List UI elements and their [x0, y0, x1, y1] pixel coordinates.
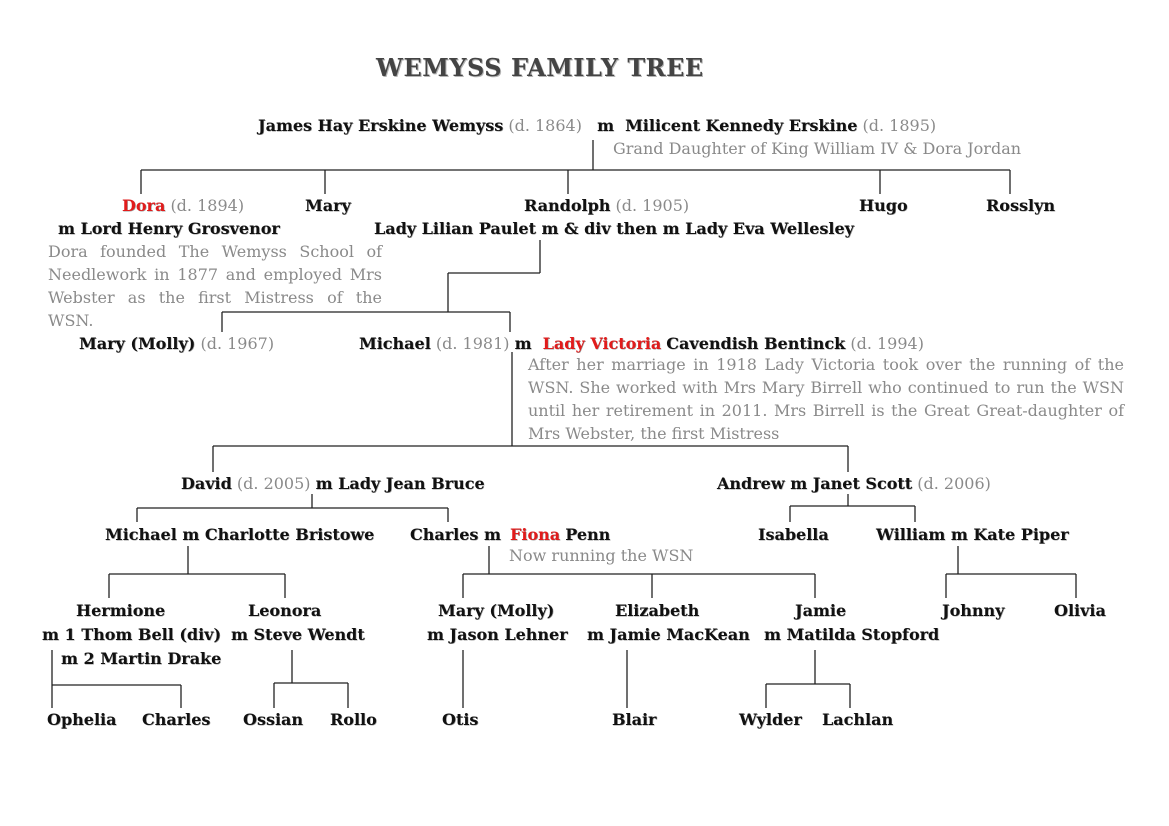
person-mary-molly-row: Mary (Molly) (d. 1967): [79, 334, 274, 354]
david-couple: David (d. 2005) m Lady Jean Bruce: [181, 474, 485, 494]
person-wylder: Wylder: [739, 710, 802, 729]
milicent-death: (d. 1895): [862, 116, 937, 135]
randolph-spouses: Lady Lilian Paulet m & div then m Lady E…: [374, 219, 854, 238]
david-death: (d. 2005): [236, 474, 311, 493]
hermione-m1: m 1 Thom Bell (div): [42, 625, 222, 644]
marriage-m: m: [597, 116, 614, 135]
person-charles-jr: Charles: [142, 710, 211, 729]
person-michael: Michael: [359, 334, 431, 353]
victoria-surname: Cavendish Bentinck: [666, 334, 846, 353]
mary-molly-death: (d. 1967): [200, 334, 275, 353]
james-death: (d. 1864): [508, 116, 582, 135]
marriage-m: m: [514, 334, 532, 353]
leonora-spouse: m Steve Wendt: [231, 625, 365, 644]
person-victoria: Lady Victoria: [542, 334, 662, 353]
person-hugo: Hugo: [859, 196, 908, 215]
person-randolph-row: Randolph (d. 1905): [524, 196, 689, 216]
andrew-death: (d. 2006): [917, 474, 991, 493]
person-rosslyn: Rosslyn: [986, 196, 1055, 215]
person-lachlan: Lachlan: [822, 710, 894, 729]
person-andrew: Andrew m Janet Scott: [717, 474, 913, 493]
person-milicent: Milicent Kennedy Erskine: [625, 116, 858, 135]
william-couple: William m Kate Piper: [876, 525, 1069, 544]
elizabeth-spouse: m Jamie MacKean: [587, 625, 750, 644]
person-dora: Dora: [122, 196, 166, 215]
fiona-note: Now running the WSN: [509, 546, 694, 565]
mary-molly-2-spouse: m Jason Lehner: [427, 625, 568, 644]
page-title: WEMYSS FAMILY TREE: [376, 53, 704, 82]
person-charles: Charles m: [410, 525, 501, 544]
person-mary-molly-2: Mary (Molly): [438, 601, 555, 620]
dora-death: (d. 1894): [170, 196, 245, 215]
person-mary-molly: Mary (Molly): [79, 334, 196, 353]
fiona-surname: Penn: [565, 525, 611, 544]
person-leonora: Leonora: [248, 601, 322, 620]
michael-death: (d. 1981): [435, 334, 510, 353]
person-hermione: Hermione: [76, 601, 166, 620]
person-otis: Otis: [442, 710, 479, 729]
randolph-death: (d. 1905): [615, 196, 690, 215]
jamie-spouse: m Matilda Stopford: [764, 625, 940, 644]
person-randolph: Randolph: [524, 196, 611, 215]
person-rollo: Rollo: [330, 710, 377, 729]
person-elizabeth: Elizabeth: [615, 601, 700, 620]
milicent-note: Grand Daughter of King William IV & Dora…: [613, 139, 1022, 158]
gen3-couple: Michael (d. 1981) m Lady Victoria Cavend…: [359, 334, 924, 354]
person-fiona: Fiona: [510, 525, 561, 544]
person-ophelia: Ophelia: [47, 710, 117, 729]
dora-spouse: m Lord Henry Grosvenor: [58, 219, 280, 238]
person-ossian: Ossian: [243, 710, 304, 729]
andrew-couple: Andrew m Janet Scott (d. 2006): [717, 474, 991, 494]
person-mary: Mary: [305, 196, 351, 215]
michael-c-couple: Michael m Charlotte Bristowe: [105, 525, 375, 544]
victoria-death: (d. 1994): [850, 334, 924, 353]
person-isabella: Isabella: [758, 525, 829, 544]
person-johnny: Johnny: [942, 601, 1005, 620]
person-dora-row: Dora (d. 1894): [122, 196, 244, 216]
person-olivia: Olivia: [1054, 601, 1106, 620]
gen1-couple: James Hay Erskine Wemyss (d. 1864) m Mil…: [258, 116, 936, 136]
victoria-note: After her marriage in 1918 Lady Victoria…: [528, 355, 1124, 443]
person-james: James Hay Erskine Wemyss: [258, 116, 504, 135]
dora-note: Dora founded The Wemyss School of Needle…: [48, 242, 382, 330]
charles-couple: Charles m Fiona Penn: [410, 525, 610, 545]
david-spouse: m Lady Jean Bruce: [315, 474, 485, 493]
person-jamie: Jamie: [795, 601, 847, 620]
person-blair: Blair: [612, 710, 657, 729]
hermione-m2: m 2 Martin Drake: [61, 649, 222, 668]
person-david: David: [181, 474, 232, 493]
